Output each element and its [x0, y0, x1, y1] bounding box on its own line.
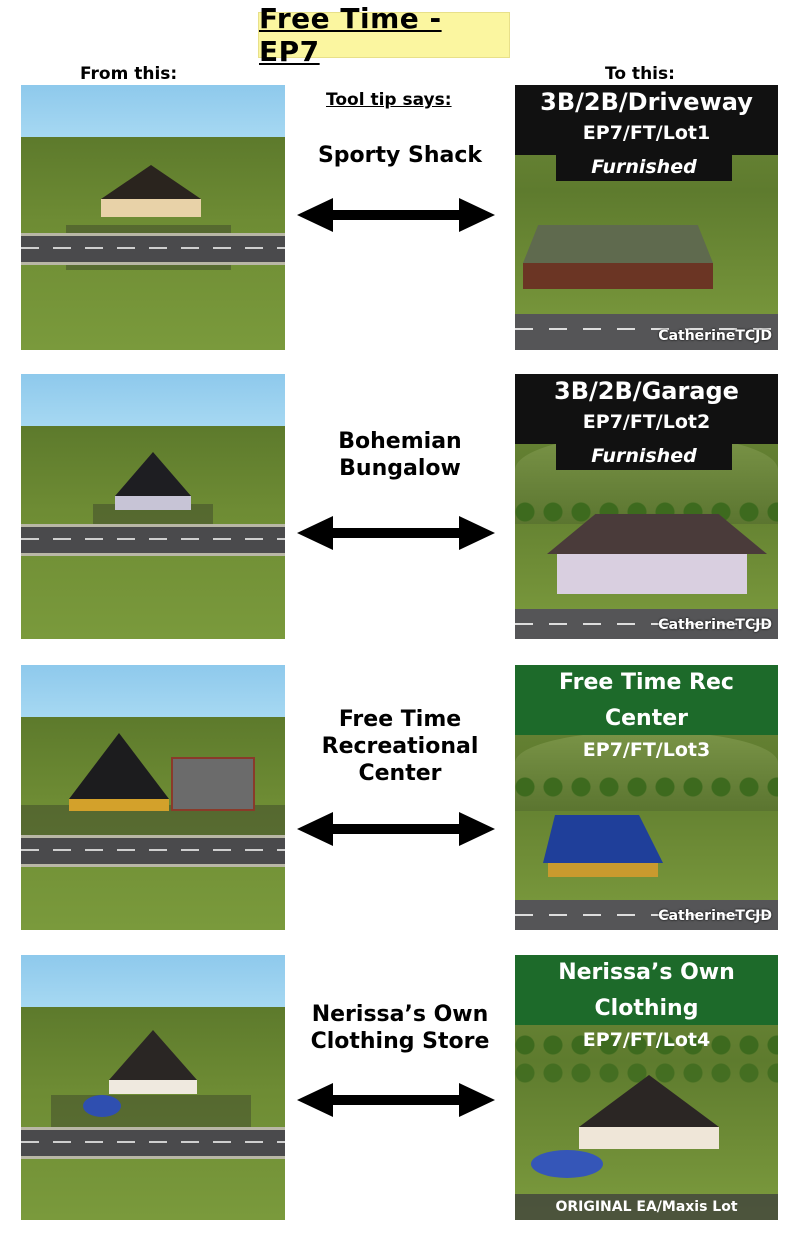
double-headed-arrow-icon [297, 516, 495, 550]
tooltip-line: Clothing Store [310, 1029, 490, 1054]
tooltip-lot3: Free Time Recreational Center [300, 706, 500, 787]
tooltip-line: Sporty Shack [317, 143, 483, 168]
after-image-lot2: 3B/2B/Garage EP7/FT/Lot2 Furnished Cathe… [515, 374, 778, 639]
house-shape [69, 733, 169, 811]
lot-code: EP7/FT/Lot3 [582, 739, 711, 761]
lot-code: EP7/FT/Lot4 [582, 1029, 711, 1051]
house-shape [543, 815, 663, 877]
house-shape [115, 452, 191, 510]
credit-label: CatherineTCJD [658, 617, 772, 633]
furnished-label: Furnished [556, 442, 732, 470]
house-shape [579, 1075, 719, 1149]
after-image-lot4: Nerissa’s Own Clothing EP7/FT/Lot4 ORIGI… [515, 955, 778, 1220]
credit-label: ORIGINAL EA/Maxis Lot [515, 1194, 778, 1220]
lot-code: EP7/FT/Lot2 [582, 411, 711, 433]
tooltip-line: Free Time [338, 707, 462, 732]
after-image-lot1: 3B/2B/Driveway EP7/FT/Lot1 Furnished Cat… [515, 85, 778, 350]
tooltip-lot2: Bohemian Bungalow [300, 428, 500, 482]
house-shape [109, 1030, 197, 1094]
lot-title: Free Time Rec Center [559, 670, 734, 731]
to-header: To this: [605, 64, 675, 84]
tooltip-line: Bohemian [338, 429, 462, 454]
lot-title: 3B/2B/Driveway [540, 88, 753, 116]
credit-label: CatherineTCJD [658, 908, 772, 924]
double-headed-arrow-icon [297, 1083, 495, 1117]
before-image-lot2 [21, 374, 285, 639]
tooltip-line: Bungalow [339, 456, 461, 481]
page-title: Free Time - EP7 [259, 2, 442, 68]
tooltip-lot1: Sporty Shack [300, 142, 500, 169]
tooltip-line: Center [358, 761, 442, 786]
before-image-lot4 [21, 955, 285, 1220]
double-headed-arrow-icon [297, 812, 495, 846]
credit-label: CatherineTCJD [658, 328, 772, 344]
tooltip-lot4: Nerissa’s Own Clothing Store [300, 1001, 500, 1055]
double-headed-arrow-icon [297, 198, 495, 232]
furnished-label: Furnished [556, 153, 732, 181]
before-image-lot3 [21, 665, 285, 930]
house-shape [523, 225, 713, 289]
house-shape [101, 165, 201, 217]
lot-title: 3B/2B/Garage [554, 377, 739, 405]
lot-code: EP7/FT/Lot1 [582, 122, 711, 144]
before-image-lot1 [21, 85, 285, 350]
lot-title: Nerissa’s Own Clothing [558, 960, 735, 1021]
after-image-lot3: Free Time Rec Center EP7/FT/Lot3 Catheri… [515, 665, 778, 930]
tooltip-line: Recreational [321, 734, 479, 759]
house-shape [547, 514, 767, 594]
from-header: From this: [80, 64, 178, 84]
tooltip-header: Tool tip says: [326, 90, 452, 110]
page-title-box: Free Time - EP7 [258, 2, 510, 68]
tooltip-line: Nerissa’s Own [311, 1002, 489, 1027]
